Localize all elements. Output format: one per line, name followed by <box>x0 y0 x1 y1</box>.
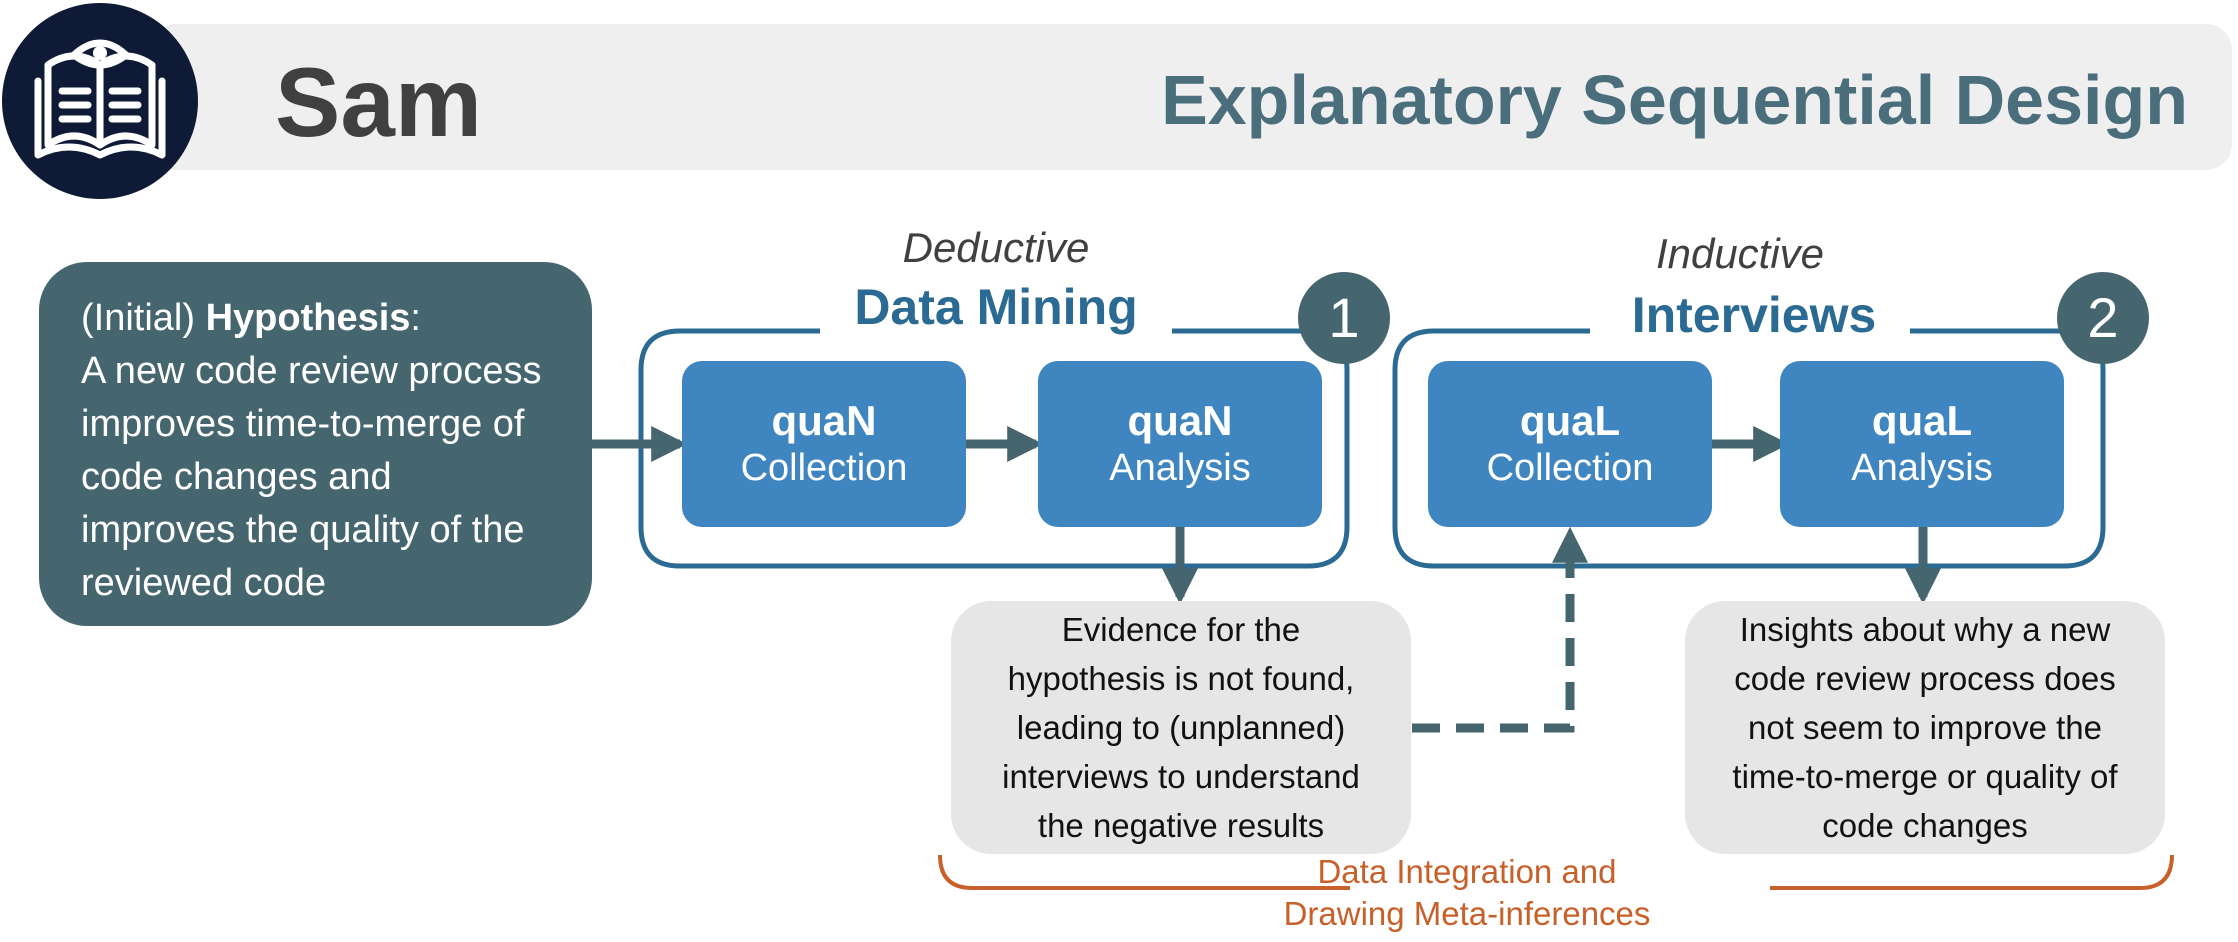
presenter-name: Sam <box>275 47 483 157</box>
stage-1-mode: Deductive <box>902 224 1090 271</box>
insights-line: time-to-merge or quality of <box>1732 758 2118 795</box>
stage-1-name: Data Mining <box>834 278 1158 336</box>
hypothesis-line: A new code review process <box>81 350 542 392</box>
stage-2-name: Interviews <box>1598 286 1910 344</box>
quan-analysis-box: quaN Analysis <box>1038 361 1322 527</box>
hypothesis-heading: (Initial) Hypothesis: <box>81 292 592 345</box>
quan-collection-sub: Collection <box>740 447 908 489</box>
evidence-line: hypothesis is not found, <box>1007 660 1355 697</box>
qual-collection-sub: Collection <box>1486 447 1654 489</box>
header-bar <box>150 24 2232 170</box>
stage-2-mode: Inductive <box>1655 230 1825 277</box>
qual-analysis-strong: quaL <box>1871 397 1973 444</box>
hypothesis-label: Hypothesis <box>205 297 411 339</box>
open-book-eye-icon <box>34 39 166 159</box>
hypothesis-prefix: (Initial) <box>81 297 206 339</box>
insights-line: code changes <box>1822 807 2028 844</box>
integration-line: Data Integration and <box>1317 853 1617 890</box>
step-2-badge: 2 <box>2057 272 2149 364</box>
hypothesis-line: improves time-to-merge of <box>81 403 525 445</box>
evidence-line: Evidence for the <box>1061 611 1301 648</box>
qual-analysis-sub: Analysis <box>1851 447 1993 489</box>
diagram-title: Explanatory Sequential Design <box>1161 61 2188 139</box>
logo-badge <box>2 3 198 199</box>
qual-collection-box: quaL Collection <box>1428 361 1712 527</box>
integration-label: Data Integration and Drawing Meta-infere… <box>1257 851 1677 935</box>
hypothesis-line: code changes and <box>81 456 392 498</box>
hypothesis-box: (Initial) Hypothesis: A new code review … <box>39 262 592 626</box>
integration-line: Drawing Meta-inferences <box>1283 895 1651 932</box>
quan-collection-box: quaN Collection <box>682 361 966 527</box>
insights-line: Insights about why a new <box>1739 611 2111 648</box>
hypothesis-line: improves the quality of the <box>81 509 525 551</box>
arrow-evidence-to-qual-collection <box>1412 526 1588 733</box>
evidence-line: leading to (unplanned) <box>1016 709 1346 746</box>
evidence-line: interviews to understand <box>1002 758 1360 795</box>
insights-line: not seem to improve the <box>1747 709 2102 746</box>
hypothesis-colon: : <box>410 297 421 339</box>
quan-analysis-sub: Analysis <box>1109 447 1251 489</box>
insights-note: Insights about why a new code review pro… <box>1685 601 2165 854</box>
qual-collection-strong: quaL <box>1519 397 1621 444</box>
evidence-line: the negative results <box>1037 807 1325 844</box>
qual-analysis-box: quaL Analysis <box>1780 361 2064 527</box>
integration-brace <box>938 854 2174 890</box>
insights-line: code review process does <box>1734 660 2116 697</box>
step-1-badge: 1 <box>1298 272 1390 364</box>
quan-analysis-strong: quaN <box>1127 397 1233 444</box>
quan-collection-strong: quaN <box>771 397 877 444</box>
evidence-note: Evidence for the hypothesis is not found… <box>951 601 1411 854</box>
hypothesis-line: reviewed code <box>81 562 327 604</box>
